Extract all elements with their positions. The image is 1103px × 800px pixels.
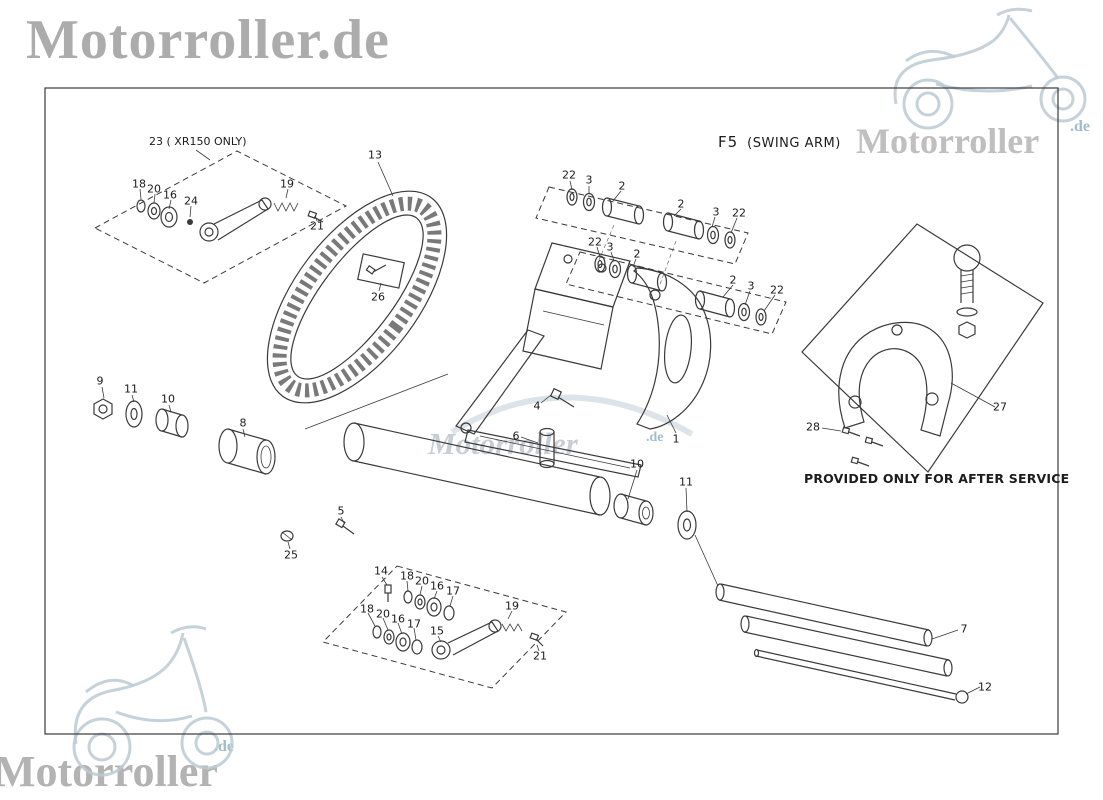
part-label-3-9: 3 [585, 173, 593, 187]
watermark-bottom-left: Motorroller [0, 747, 218, 796]
diagram-border [44, 87, 1059, 735]
part-label-16-2: 16 [163, 188, 177, 202]
part-label-3-18: 3 [747, 279, 755, 293]
subassembly-note: 23 ( XR150 ONLY) [149, 135, 247, 148]
leader-lines [101, 149, 996, 695]
diagram-name: (SWING ARM) [747, 136, 841, 151]
part-label-16-41: 16 [391, 612, 405, 626]
part-label-18-0: 18 [132, 177, 146, 191]
part-label-22-13: 22 [732, 206, 746, 220]
part-upper-rocker-assembly [136, 197, 324, 242]
diagram-title: F5 (SWING ARM) [718, 132, 841, 151]
construction-lines [304, 224, 719, 587]
part-label-21-5: 21 [310, 219, 324, 233]
part-label-9-20: 9 [96, 374, 104, 388]
part-label-17-37: 17 [446, 584, 460, 598]
fastener-row-1 [566, 188, 736, 249]
after-service-box [801, 223, 1044, 473]
dashed-box-fastener-row-2 [565, 251, 787, 335]
part-label-8-23: 8 [239, 416, 247, 430]
part-label-19-4: 19 [280, 177, 294, 191]
part-label-20-1: 20 [147, 182, 161, 196]
part-label-24-3: 24 [184, 194, 198, 208]
part-7-tubes [715, 583, 953, 677]
part-label-21-44: 21 [533, 649, 547, 663]
part-27-bracket [838, 321, 953, 437]
part-10-bushing-left [155, 408, 189, 438]
watermark-top-right: Motorroller [856, 121, 1040, 161]
part-10-bushing-right [613, 493, 654, 526]
part-label-19-38: 19 [505, 599, 519, 613]
part-4-bolt [549, 387, 575, 408]
part-8-bushing-large [218, 428, 276, 475]
part-label-22-14: 22 [588, 235, 602, 249]
part-label-27-31: 27 [993, 400, 1007, 414]
part-label-17-42: 17 [407, 617, 421, 631]
part-label-14-33: 14 [374, 564, 388, 578]
part-label-10-22: 10 [161, 392, 175, 406]
dashed-box-fastener-row-1 [535, 186, 749, 265]
part-label-20-35: 20 [415, 574, 429, 588]
part-ball-stud [953, 244, 981, 339]
part-label-11-21: 11 [124, 382, 138, 396]
dashed-box-upper-rocker [93, 150, 348, 284]
part-label-28-32: 28 [806, 420, 820, 434]
part-label-1-28: 1 [672, 432, 680, 446]
part-label-2-17: 2 [729, 273, 737, 287]
part-label-26-7: 26 [371, 290, 385, 304]
part-label-2-16: 2 [633, 247, 641, 261]
part-label-15-43: 15 [430, 624, 444, 638]
part-26-bolt-box [357, 253, 405, 289]
part-label-16-36: 16 [430, 579, 444, 593]
part-label-13-6: 13 [368, 148, 382, 162]
part-28-bolts [841, 426, 884, 467]
part-label-18-34: 18 [400, 569, 414, 583]
part-label-22-19: 22 [770, 283, 784, 297]
watermark-top-left: Motorroller.de [26, 9, 390, 71]
part-label-12-46: 12 [978, 680, 992, 694]
part-label-25-27: 25 [284, 548, 298, 562]
part-12-rod [753, 648, 969, 704]
part-9-nut [93, 398, 113, 420]
dashed-box-lower-rocker [322, 565, 567, 689]
part-13-chain [266, 190, 448, 404]
part-label-4-24: 4 [533, 399, 541, 413]
part-label-20-40: 20 [376, 607, 390, 621]
part-label-5-26: 5 [337, 504, 345, 518]
part-label-18-39: 18 [360, 602, 374, 616]
part-label-3-12: 3 [712, 205, 720, 219]
part-label-11-30: 11 [679, 475, 693, 489]
part-25-cap [280, 530, 294, 542]
watermark-top-right-de: .de [1070, 118, 1090, 135]
part-label-6-25: 6 [512, 429, 520, 443]
diagram-code: F5 [718, 133, 739, 151]
part-label-22-8: 22 [562, 168, 576, 182]
part-5-bolt [335, 518, 355, 535]
watermark-center-de: .de [646, 430, 664, 445]
part-label-2-11: 2 [677, 197, 685, 211]
part-label-3-15: 3 [606, 240, 614, 254]
part-label-10-29: 10 [630, 457, 644, 471]
part-label-2-10: 2 [618, 179, 626, 193]
part-main-tube [343, 422, 611, 516]
part-label-7-45: 7 [960, 622, 968, 636]
service-note: PROVIDED ONLY FOR AFTER SERVICE [804, 471, 1070, 486]
swoosh-watermark-center [450, 394, 694, 437]
